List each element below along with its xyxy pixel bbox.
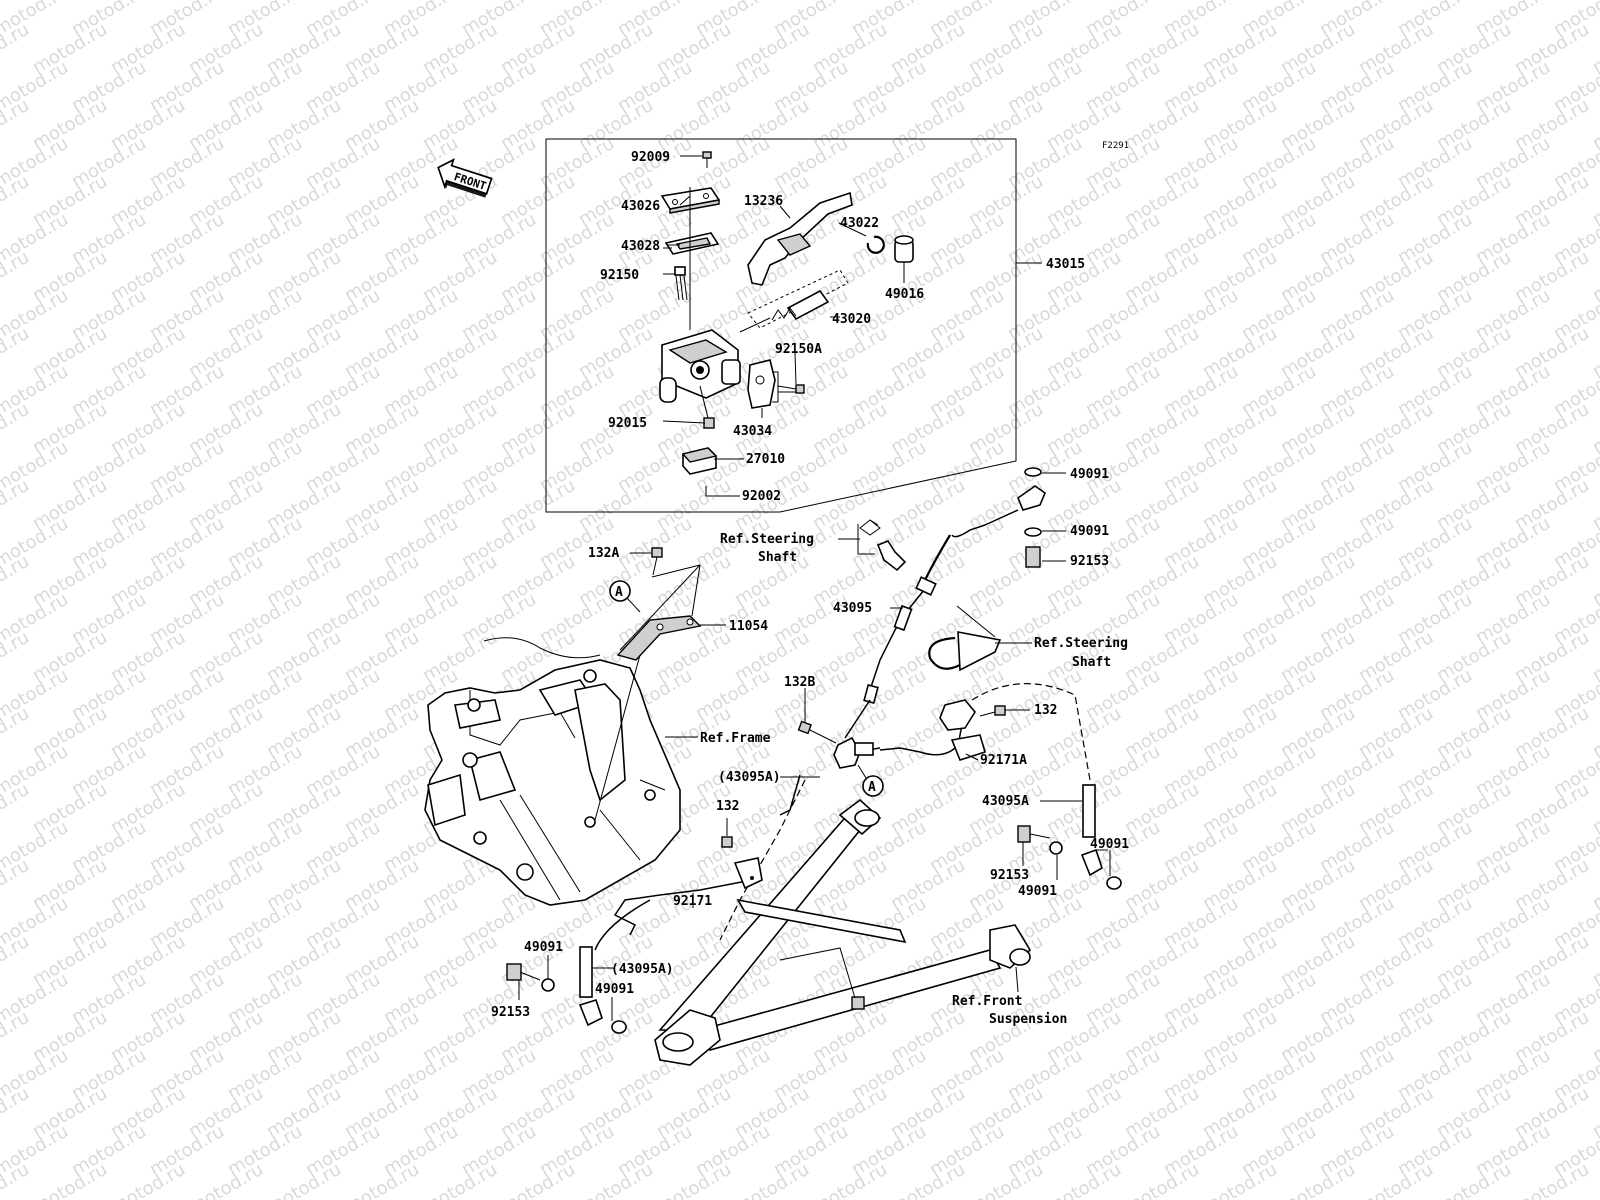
callout-43095: 43095 xyxy=(833,601,872,616)
callout-13236: 13236 xyxy=(744,194,783,209)
clamp-92171A-icon xyxy=(939,699,986,761)
three-way-joint-icon xyxy=(833,736,901,769)
callout-ref-front: Ref.Front xyxy=(952,994,1022,1009)
lever-13236-icon xyxy=(747,191,853,286)
callout-92153-left: 92153 xyxy=(491,1005,530,1020)
callout-43095A: 43095A xyxy=(982,794,1029,809)
callout-92171: 92171 xyxy=(673,894,712,909)
callout-43015: 43015 xyxy=(1046,257,1085,272)
piston-kit-43020-icon xyxy=(739,269,849,333)
frame-icon xyxy=(424,637,681,906)
master-cylinder-body-icon xyxy=(659,329,741,403)
bolt-132-lower-icon xyxy=(721,836,733,848)
callout-92150A: 92150A xyxy=(775,342,822,357)
callout-49091-right-a: 49091 xyxy=(1090,837,1129,852)
figure-code: F2291 xyxy=(1102,141,1129,151)
switch-27010-icon xyxy=(681,447,718,475)
callout-ref-frame: Ref.Frame xyxy=(700,731,771,746)
banjo-fitting-right-top-icon xyxy=(984,467,1046,568)
callout-92171A: 92171A xyxy=(980,753,1027,768)
screw-92009-icon xyxy=(702,151,712,168)
clamp-92171-icon xyxy=(733,857,763,890)
callout-49091-left-a: 49091 xyxy=(524,940,563,955)
callout-43095A-paren-2: (43095A) xyxy=(611,962,674,977)
front-suspension-arm-icon xyxy=(654,798,1032,1066)
callout-27010: 27010 xyxy=(746,452,785,467)
callout-92009: 92009 xyxy=(631,150,670,165)
callout-132-right: 132 xyxy=(1034,703,1057,718)
master-cylinder-assembly-box xyxy=(545,138,1017,513)
callout-43034: 43034 xyxy=(733,424,772,439)
callout-49091-mid: 49091 xyxy=(1070,524,1109,539)
front-arrow-icon: FRONT xyxy=(437,158,493,198)
callout-43020: 43020 xyxy=(832,312,871,327)
bolt-132B-icon xyxy=(797,720,837,744)
bolt-132A-icon xyxy=(651,547,663,576)
bolt-92150A-icon xyxy=(772,371,805,403)
callout-132B: 132B xyxy=(784,675,815,690)
boot-49016-icon xyxy=(894,235,914,263)
callout-43095A-paren: (43095A) xyxy=(718,770,781,785)
callout-a1: A xyxy=(615,585,623,600)
callout-43022: 43022 xyxy=(840,216,879,231)
bolt-92153-right-icon xyxy=(1017,825,1063,855)
hose-43095A-right-icon xyxy=(1080,784,1122,890)
callout-132A: 132A xyxy=(588,546,619,561)
callout-ref-steering-1: Ref.Steering xyxy=(720,532,814,547)
holder-43034-icon xyxy=(747,359,776,409)
callout-ref-steering-1-shaft: Shaft xyxy=(758,550,797,565)
callout-ref-steering-2-shaft: Shaft xyxy=(1072,655,1111,670)
callout-92015: 92015 xyxy=(608,416,647,431)
callout-43026: 43026 xyxy=(621,199,660,214)
callout-ref-front-suspension: Suspension xyxy=(989,1012,1067,1027)
callout-132-lower: 132 xyxy=(716,799,739,814)
bolt-92150-icon xyxy=(674,266,688,301)
callout-49016: 49016 xyxy=(885,287,924,302)
callout-92002: 92002 xyxy=(742,489,781,504)
callout-49091-left-b: 49091 xyxy=(595,982,634,997)
ref-circle-a1 xyxy=(609,580,631,602)
callout-a2: A xyxy=(868,780,876,795)
callout-43028: 43028 xyxy=(621,239,660,254)
ref-circle-a2 xyxy=(862,775,884,797)
callout-11054: 11054 xyxy=(729,619,768,634)
callout-92153-top: 92153 xyxy=(1070,554,1109,569)
callout-92150: 92150 xyxy=(600,268,639,283)
callout-92153-right: 92153 xyxy=(990,868,1029,883)
circlip-43022-icon xyxy=(866,235,885,254)
callout-ref-steering-2: Ref.Steering xyxy=(1034,636,1128,651)
bracket-11054-icon xyxy=(616,615,702,661)
callout-49091-right-b: 49091 xyxy=(1018,884,1057,899)
banjo-fitting-left-lower-icon xyxy=(506,946,627,1034)
diaphragm-43028-icon xyxy=(664,232,720,255)
callout-49091-top: 49091 xyxy=(1070,467,1109,482)
